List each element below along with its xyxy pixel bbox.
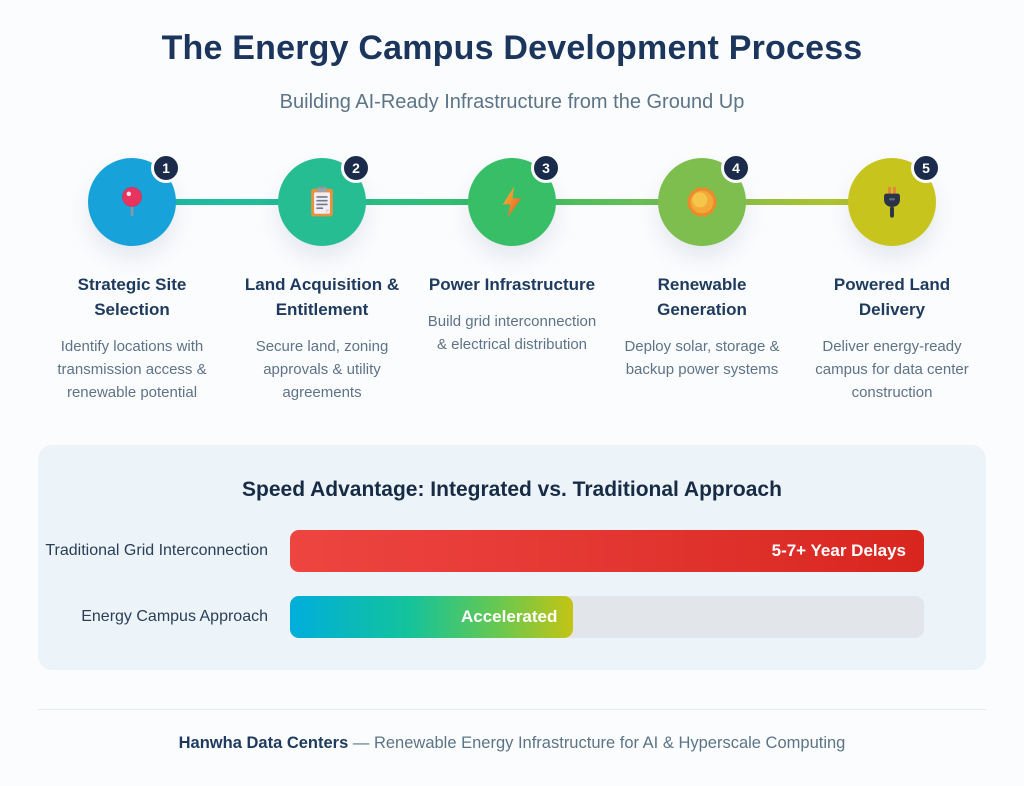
step-5-number-badge: 5 <box>911 153 941 183</box>
step-1-number-badge: 1 <box>151 153 181 183</box>
energy-campus-label: Energy Campus Approach <box>81 608 268 625</box>
step-4-number-badge: 4 <box>721 153 751 183</box>
brand-name: Hanwha Data Centers <box>178 734 349 752</box>
process-timeline: 1 2 <box>37 153 987 250</box>
step-2-circle: 2 <box>278 153 371 246</box>
step-1-text: Strategic Site Selection Identify locati… <box>37 272 227 404</box>
step-4-description: Deploy solar, storage & backup power sys… <box>624 338 780 378</box>
step-3-number-badge: 3 <box>531 153 561 183</box>
step-1-title: Strategic Site Selection <box>77 275 187 319</box>
step-4-circle: 4 <box>658 153 751 246</box>
step-2-description: Secure land, zoning approvals & utility … <box>255 338 389 401</box>
step-3-description: Build grid interconnection & electrical … <box>427 313 597 353</box>
footer-tagline: — Renewable Energy Infrastructure for AI… <box>352 734 846 752</box>
map-pin-icon <box>121 186 143 217</box>
step-3-title: Power Infrastructure <box>428 275 596 294</box>
header: The Energy Campus Development Process Bu… <box>0 0 1024 114</box>
sun-icon <box>687 187 717 217</box>
comparison-title: Speed Advantage: Integrated vs. Traditio… <box>242 478 782 501</box>
step-5-description: Deliver energy-ready campus for data cen… <box>815 338 969 401</box>
traditional-bar: 5-7+ Year Delays <box>290 530 924 572</box>
step-4-title: Renewable Generation <box>657 275 747 319</box>
page-subtitle: Building AI-Ready Infrastructure from th… <box>279 91 745 113</box>
step-3-text: Power Infrastructure Build grid intercon… <box>417 272 607 404</box>
energy-campus-bar: Accelerated <box>290 596 574 638</box>
footer: Hanwha Data Centers — Renewable Energy I… <box>0 734 1024 753</box>
step-2-title: Land Acquisition & Entitlement <box>244 275 400 319</box>
comparison-row-energy-campus: Energy Campus Approach Accelerated <box>38 596 986 638</box>
traditional-bar-label: 5-7+ Year Delays <box>771 541 906 560</box>
step-3-circle: 3 <box>468 153 561 246</box>
step-1-circle: 1 <box>88 153 181 246</box>
energy-campus-bar-label: Accelerated <box>461 607 558 626</box>
step-1-description: Identify locations with transmission acc… <box>57 338 207 401</box>
comparison-rows: Traditional Grid Interconnection 5-7+ Ye… <box>38 530 986 638</box>
traditional-label: Traditional Grid Interconnection <box>45 542 268 559</box>
step-5-circle: 5 <box>848 153 941 246</box>
step-5-text: Powered Land Delivery Deliver energy-rea… <box>797 272 987 404</box>
step-4-text: Renewable Generation Deploy solar, stora… <box>607 272 797 404</box>
step-5-title: Powered Land Delivery <box>833 275 951 319</box>
page-title: The Energy Campus Development Process <box>161 29 863 67</box>
step-text-row: Strategic Site Selection Identify locati… <box>37 272 987 404</box>
timeline-circles: 1 2 <box>37 153 987 246</box>
footer-divider <box>38 709 986 710</box>
plug-icon <box>884 186 900 218</box>
clipboard-icon <box>311 186 333 217</box>
step-2-number-badge: 2 <box>341 153 371 183</box>
step-2-text: Land Acquisition & Entitlement Secure la… <box>227 272 417 404</box>
lightning-icon <box>502 186 522 218</box>
comparison-row-traditional: Traditional Grid Interconnection 5-7+ Ye… <box>38 530 986 572</box>
speed-advantage-panel: Speed Advantage: Integrated vs. Traditio… <box>38 445 986 670</box>
